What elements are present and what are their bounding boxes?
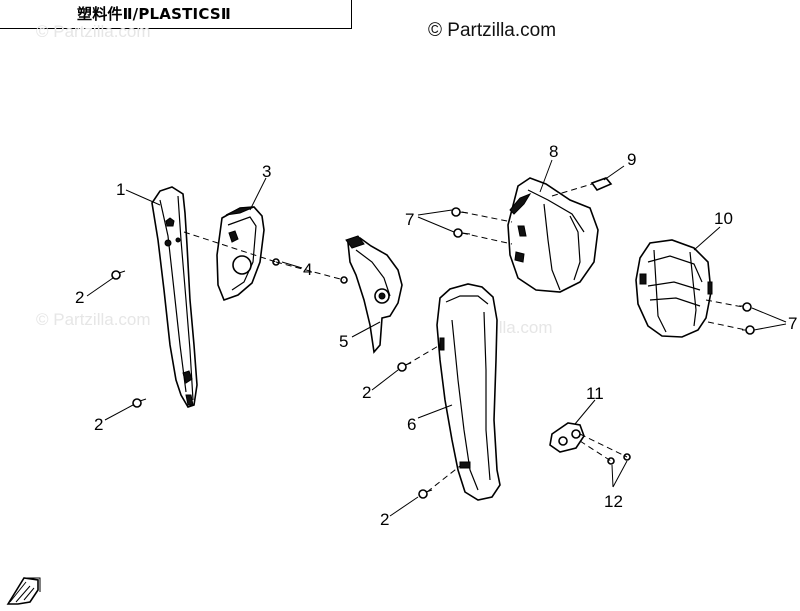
callout-9: 9 [627, 150, 636, 169]
screw-2b [132, 398, 147, 408]
screw-2d [418, 489, 433, 499]
callout-8: 8 [549, 142, 558, 161]
assembly-lines [183, 183, 747, 493]
screw-2a [111, 270, 126, 280]
copyright-notice: © Partzilla.com [428, 20, 557, 41]
callout-4: 4 [303, 260, 312, 279]
callout-2: 2 [94, 415, 103, 434]
callout-7: 7 [788, 314, 797, 333]
callout-6: 6 [407, 415, 416, 434]
screw-7c [739, 302, 752, 312]
callout-12: 12 [604, 492, 623, 511]
watermark: © Partzilla.com [36, 22, 151, 41]
fwd-arrow-icon [6, 577, 41, 605]
callout-11: 11 [586, 384, 604, 403]
screw-12a [607, 457, 615, 465]
diagram-title: 塑料件Ⅱ/PLASTICSⅡ [77, 5, 231, 23]
diagram-title-box: 塑料件Ⅱ/PLASTICSⅡ [0, 0, 352, 29]
part-5-bracket-cover[interactable] [345, 235, 403, 354]
part-10-rear-housing[interactable] [635, 239, 713, 338]
part-11-bracket[interactable] [549, 422, 585, 453]
part-6-tank-cover[interactable] [436, 283, 501, 501]
leader-lines [86, 159, 787, 517]
watermark: © Partzilla.com [36, 310, 151, 329]
screw-2c [397, 362, 412, 372]
part-8-box-cover[interactable] [507, 177, 599, 293]
part-1-side-panel[interactable] [151, 186, 198, 408]
fastener-screws [111, 207, 755, 499]
callout-7: 7 [405, 210, 414, 229]
callout-2: 2 [380, 510, 389, 529]
callout-2: 2 [75, 288, 84, 307]
callout-1: 1 [116, 180, 125, 199]
callout-10: 10 [714, 209, 733, 228]
callout-5: 5 [339, 332, 348, 351]
part-3-cover[interactable] [216, 206, 265, 302]
callouts: 1 2 2 2 2 3 4 5 6 7 7 8 9 10 11 12 [75, 142, 797, 529]
callout-3: 3 [262, 162, 271, 181]
screw-7d [742, 325, 755, 335]
callout-2: 2 [362, 383, 371, 402]
screw-7a [451, 207, 469, 217]
part-9-pad[interactable] [590, 177, 613, 191]
